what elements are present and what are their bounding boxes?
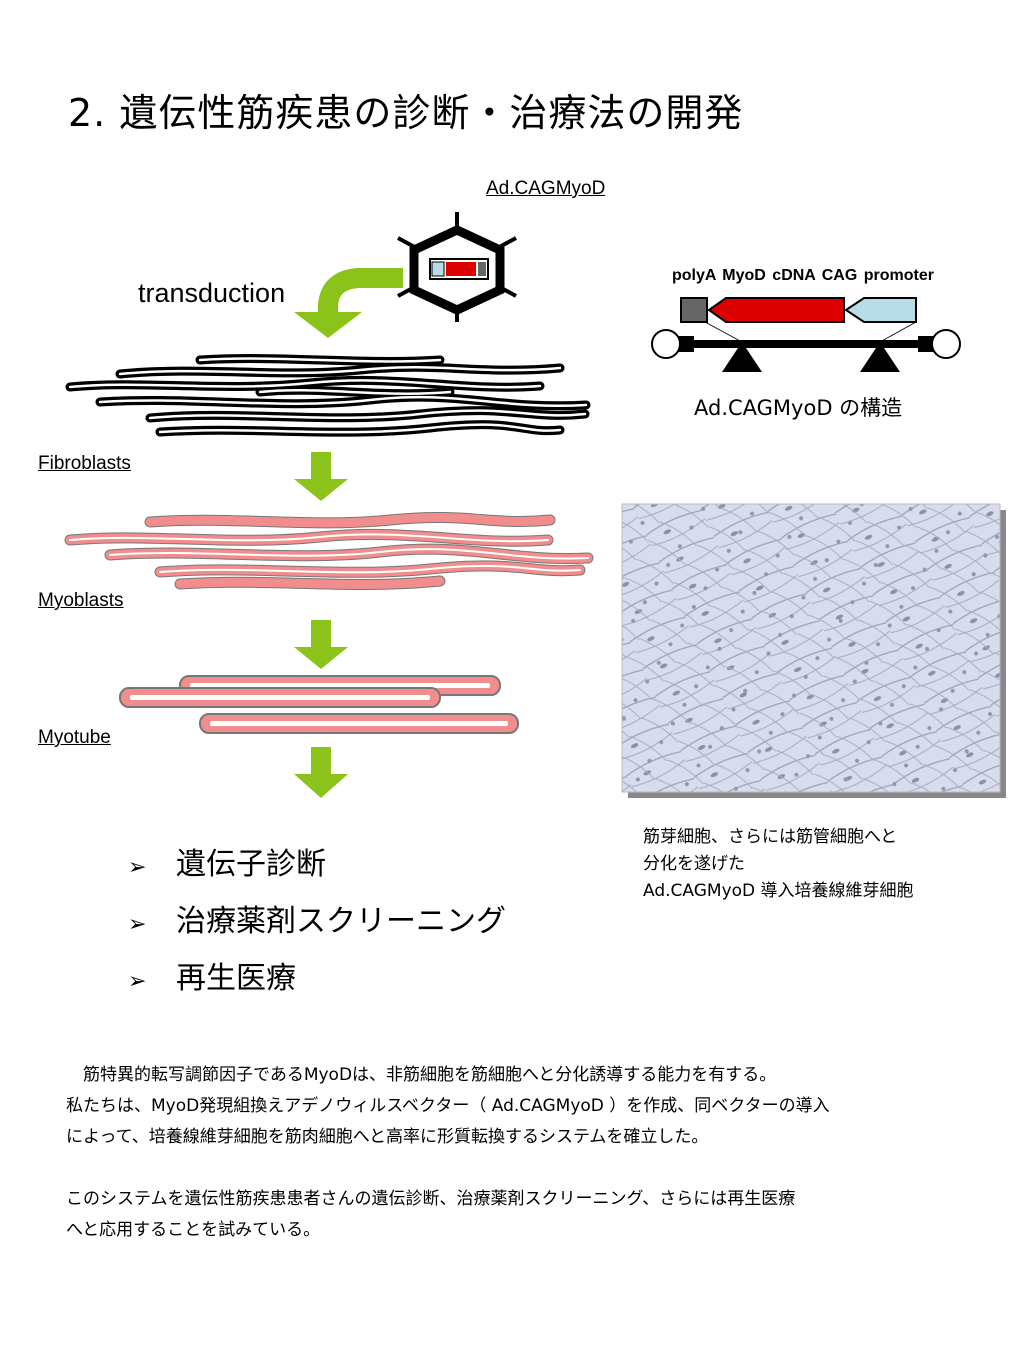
transduction-label: transduction <box>138 278 286 308</box>
polya-segment <box>680 297 708 323</box>
construct-diagram <box>651 297 961 372</box>
list-item: ➢再生医療 <box>128 952 506 1009</box>
photo-caption: 筋芽細胞、さらには筋管細胞へと 分化を遂げた Ad.CAGMyoD 導入培養線維… <box>643 827 914 901</box>
arrow-bullet-icon: ➢ <box>128 912 147 937</box>
myod-cdna-segment <box>707 297 845 323</box>
page-title: 2. 遺伝性筋疾患の診断・治療法の開発 <box>68 91 744 135</box>
myoblast-cells-drawing <box>64 511 594 590</box>
description-paragraph: 筋特異的転写調節因子であるMyoDは、非筋細胞を筋細胞へと分化誘導する能力を有す… <box>66 1065 830 1240</box>
myotube-drawing <box>119 675 519 734</box>
transduction-arrow-icon <box>294 268 403 338</box>
list-item: ➢遺伝子診断 <box>128 838 506 895</box>
myotube-label: Myotube <box>38 727 111 748</box>
down-arrow-icon <box>294 747 348 798</box>
arrow-bullet-icon: ➢ <box>128 855 147 880</box>
arrow-bullet-icon: ➢ <box>128 969 147 994</box>
down-arrow-icon <box>294 620 348 669</box>
fibroblast-cells-drawing <box>65 354 591 437</box>
application-list: ➢遺伝子診断 ➢治療薬剤スクリーニング ➢再生医療 <box>128 838 506 1009</box>
adenovirus-icon <box>397 212 517 322</box>
construct-caption: Ad.CAGMyoD の構造 <box>694 396 903 420</box>
list-item: ➢治療薬剤スクリーニング <box>128 895 506 952</box>
construct-segment-labels: polyA MyoD cDNA CAG promoter <box>672 267 934 284</box>
down-arrow-icon <box>294 452 348 501</box>
vector-label: Ad.CAGMyoD <box>486 178 606 199</box>
myoblasts-label: Myoblasts <box>38 590 124 611</box>
micrograph-image <box>621 503 1006 798</box>
fibroblasts-label: Fibroblasts <box>38 453 131 474</box>
cag-promoter-segment <box>844 297 917 323</box>
